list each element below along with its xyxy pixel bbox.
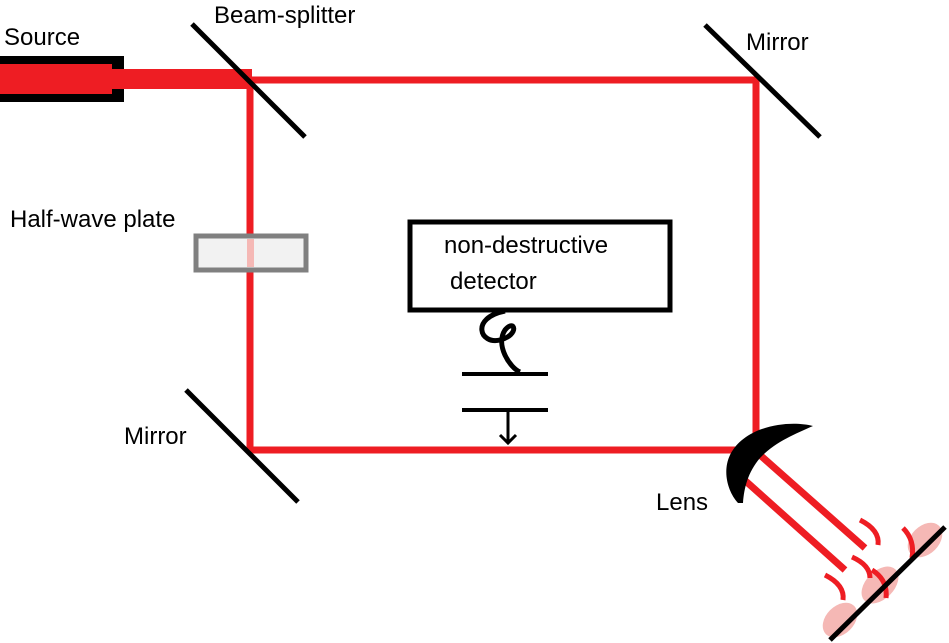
detector-box <box>407 219 673 313</box>
output-beams <box>737 452 868 573</box>
mirror-bottom-left-label: Mirror <box>124 423 187 450</box>
beam-splitter <box>190 22 307 139</box>
source-label: Source <box>4 24 80 51</box>
beam-splitter-label: Beam-splitter <box>214 2 355 29</box>
lens-label: Lens <box>656 489 708 516</box>
mirror-bottom-left <box>184 388 300 504</box>
half-wave-plate <box>193 233 309 273</box>
screen <box>828 525 947 642</box>
lens-icon <box>726 423 813 503</box>
down-arrow-icon <box>498 412 518 446</box>
squiggle-wire-icon <box>479 308 522 375</box>
detector-label-line1: non-destructive <box>444 232 608 259</box>
detector-label-line2: detector <box>450 268 537 295</box>
mirror-top-right <box>703 23 822 139</box>
half-wave-plate-label: Half-wave plate <box>10 206 175 233</box>
source-laser <box>0 56 252 102</box>
mirror-top-right-label: Mirror <box>746 29 809 56</box>
interference-fringes <box>822 517 943 638</box>
capacitor-plates-icon <box>462 372 548 412</box>
